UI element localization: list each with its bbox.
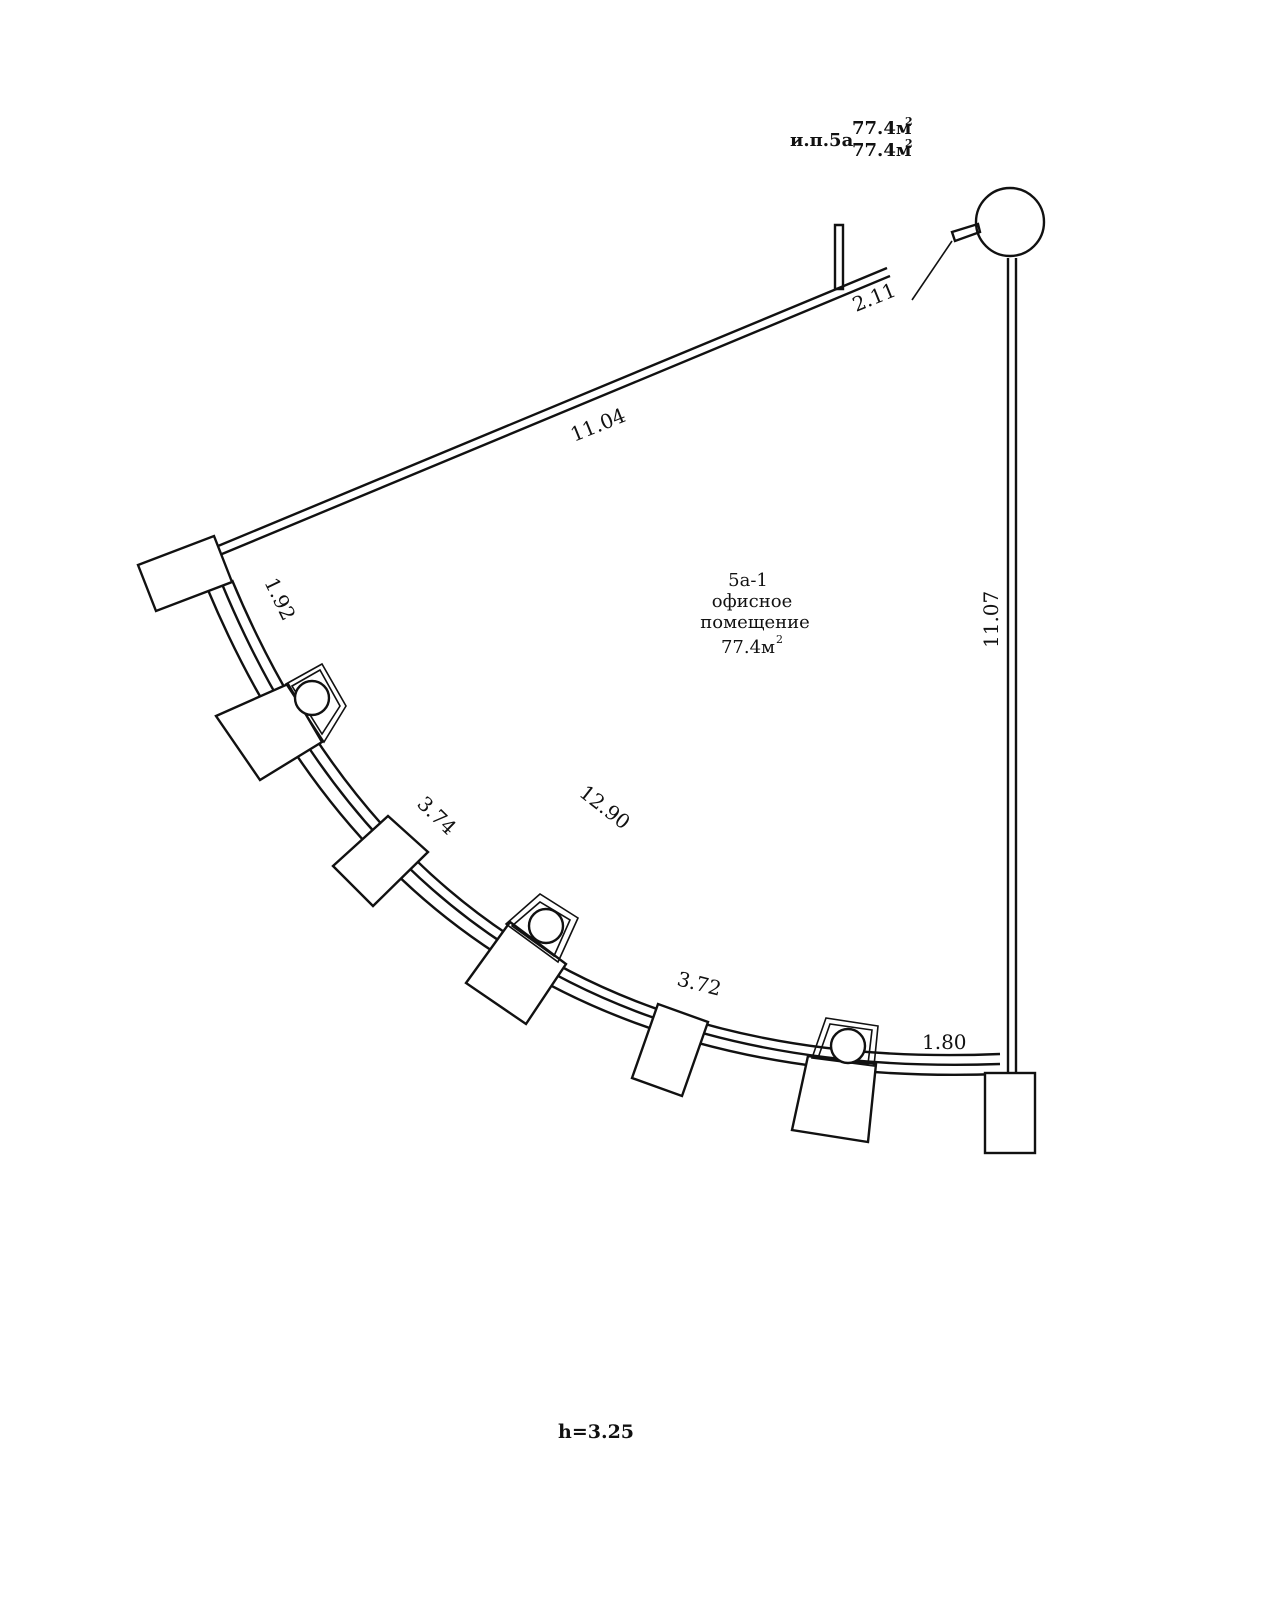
column-top-right	[911, 186, 1046, 301]
header-label: и.п.5а 77.4м 2 77.4м 2	[790, 115, 913, 161]
header-area-living-sup: 2	[905, 137, 913, 150]
dim-seg-3: 3.72	[675, 967, 724, 1001]
ceiling-height: h=3.25	[558, 1421, 634, 1443]
wall-right	[1006, 258, 1018, 1076]
dim-opening: 2.11	[849, 278, 899, 317]
dim-seg-1: 1.92	[260, 574, 301, 625]
header-area-total-sup: 2	[905, 115, 913, 128]
pier-3	[331, 814, 430, 908]
room-name-line1: офисное	[712, 591, 793, 612]
pier-right	[983, 1071, 1037, 1155]
room-label: 5а-1 офисное помещение 77.4м 2	[700, 570, 810, 658]
wall-top	[217, 223, 891, 556]
pier-6	[790, 1017, 879, 1144]
pier-4	[464, 893, 580, 1026]
dim-seg-4: 1.80	[922, 1030, 967, 1054]
wall-curved	[206, 579, 1001, 1076]
pier-left	[136, 534, 234, 613]
room-number: 5а-1	[728, 570, 768, 591]
room-area-sup: 2	[776, 633, 783, 646]
header-area-total: 77.4м	[852, 118, 912, 139]
room-name-line2: помещение	[700, 612, 810, 633]
header-unit-label: и.п.5а	[790, 130, 854, 151]
dim-arc-total: 12.90	[575, 780, 635, 834]
dim-seg-2: 3.74	[413, 791, 462, 839]
pier-2	[214, 662, 347, 782]
room-area: 77.4м	[721, 637, 775, 658]
pier-5	[630, 1002, 710, 1098]
header-area-living: 77.4м	[852, 140, 912, 161]
dim-wall-right: 11.07	[979, 591, 1003, 648]
dim-wall-top: 11.04	[567, 403, 629, 447]
